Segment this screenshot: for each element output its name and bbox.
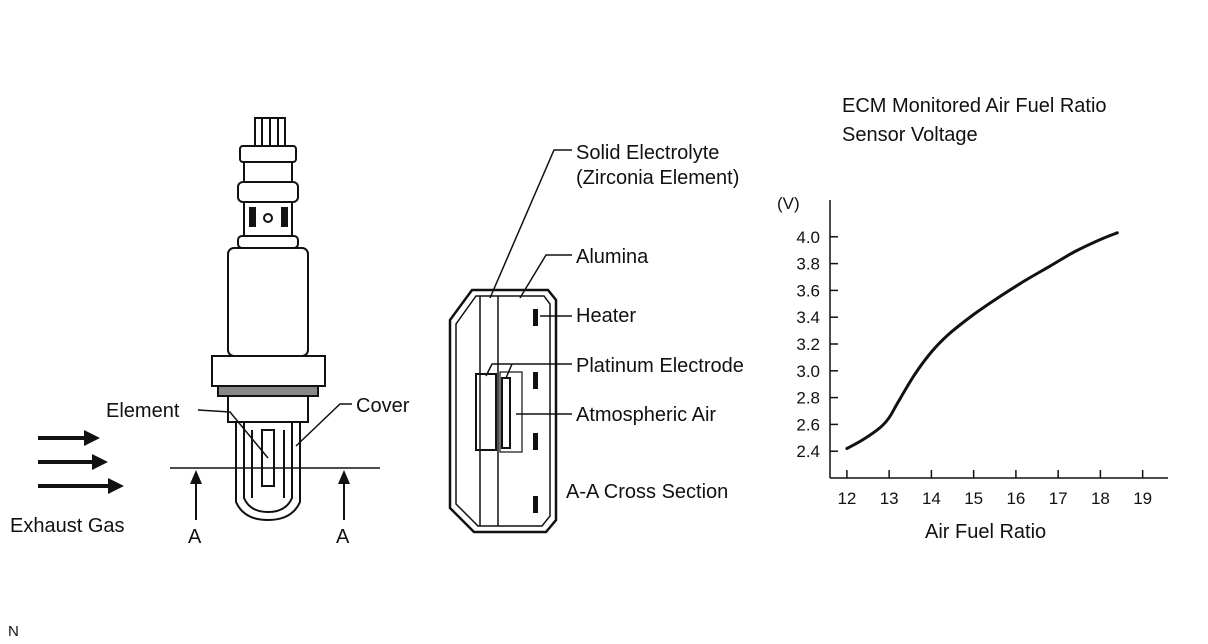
chart-subtitle: Sensor Voltage (842, 124, 978, 146)
exhaust-flow-arrows (38, 430, 124, 494)
zirconia-element-label: (Zirconia Element) (576, 167, 739, 189)
section-marker-right: A (336, 526, 350, 548)
exhaust-gas-label: Exhaust Gas (10, 515, 125, 537)
y-tick-label: 3.0 (796, 362, 820, 381)
solid-electrolyte-leader (489, 149, 572, 299)
section-arrow-right (338, 470, 350, 520)
x-tick-label: 12 (837, 489, 856, 508)
y-tick-label: 3.2 (796, 335, 820, 354)
heater-marks (533, 309, 538, 513)
platinum-leader-outer (485, 363, 572, 377)
cover-leader-line (295, 403, 352, 447)
chart-x-axis-label: Air Fuel Ratio (925, 521, 1046, 543)
sensor-hex-nut (211, 355, 326, 387)
y-tick-label: 3.8 (796, 255, 820, 274)
atmospheric-air-chamber (499, 371, 523, 453)
chart-title: ECM Monitored Air Fuel Ratio (842, 95, 1107, 117)
sensor-ring (237, 181, 299, 203)
cross-section-drawing (448, 288, 558, 534)
platinum-leader-inner (505, 363, 513, 379)
y-tick-label: 2.4 (796, 442, 820, 461)
cross-section-caption: A-A Cross Section (566, 481, 728, 503)
element-label: Element (106, 400, 180, 422)
x-tick-label: 19 (1133, 489, 1152, 508)
sensor-element (261, 429, 275, 487)
sensor-thread (227, 395, 309, 423)
y-tick-label: 3.4 (796, 308, 820, 327)
sensor-vent-hole (263, 213, 273, 223)
sensor-ring-lower (237, 235, 299, 249)
atmospheric-air-label: Atmospheric Air (576, 404, 716, 426)
x-tick-label: 17 (1049, 489, 1068, 508)
chart-y-axis-label: (V) (777, 194, 800, 213)
solid-electrolyte-label: Solid Electrolyte (576, 142, 719, 164)
alumina-label: Alumina (576, 246, 649, 268)
x-tick-label: 13 (880, 489, 899, 508)
sensor-protective-cover (235, 421, 301, 522)
voltage-curve-line (845, 231, 1119, 450)
alumina-leader (519, 254, 572, 299)
x-tick-label: 16 (1006, 489, 1025, 508)
sensor-boot-top (239, 145, 297, 163)
oxygen-sensor-drawing (211, 117, 326, 522)
y-tick-label: 4.0 (796, 228, 820, 247)
y-tick-label: 3.6 (796, 281, 820, 300)
platinum-electrode-outer (475, 373, 497, 451)
section-arrow-left (190, 470, 202, 520)
y-tick-label: 2.6 (796, 415, 820, 434)
cross-section-outline (448, 288, 558, 534)
x-tick-label: 14 (922, 489, 941, 508)
x-tick-label: 15 (964, 489, 983, 508)
cover-label: Cover (356, 395, 410, 417)
section-marker-left: A (188, 526, 202, 548)
x-tick-label: 18 (1091, 489, 1110, 508)
sensor-boot-upper (243, 161, 293, 183)
sensor-body (227, 247, 309, 357)
element-leader-line (197, 409, 269, 459)
platinum-electrode-label: Platinum Electrode (576, 355, 744, 377)
heater-label: Heater (576, 305, 636, 327)
figure-code: N (8, 623, 19, 640)
y-tick-label: 2.8 (796, 389, 820, 408)
chart-plot-area: 2.4 2.6 2.8 3.0 3.2 3.4 3.6 3.8 4.0 12 13 14 15 16 17 1… (796, 200, 1168, 508)
